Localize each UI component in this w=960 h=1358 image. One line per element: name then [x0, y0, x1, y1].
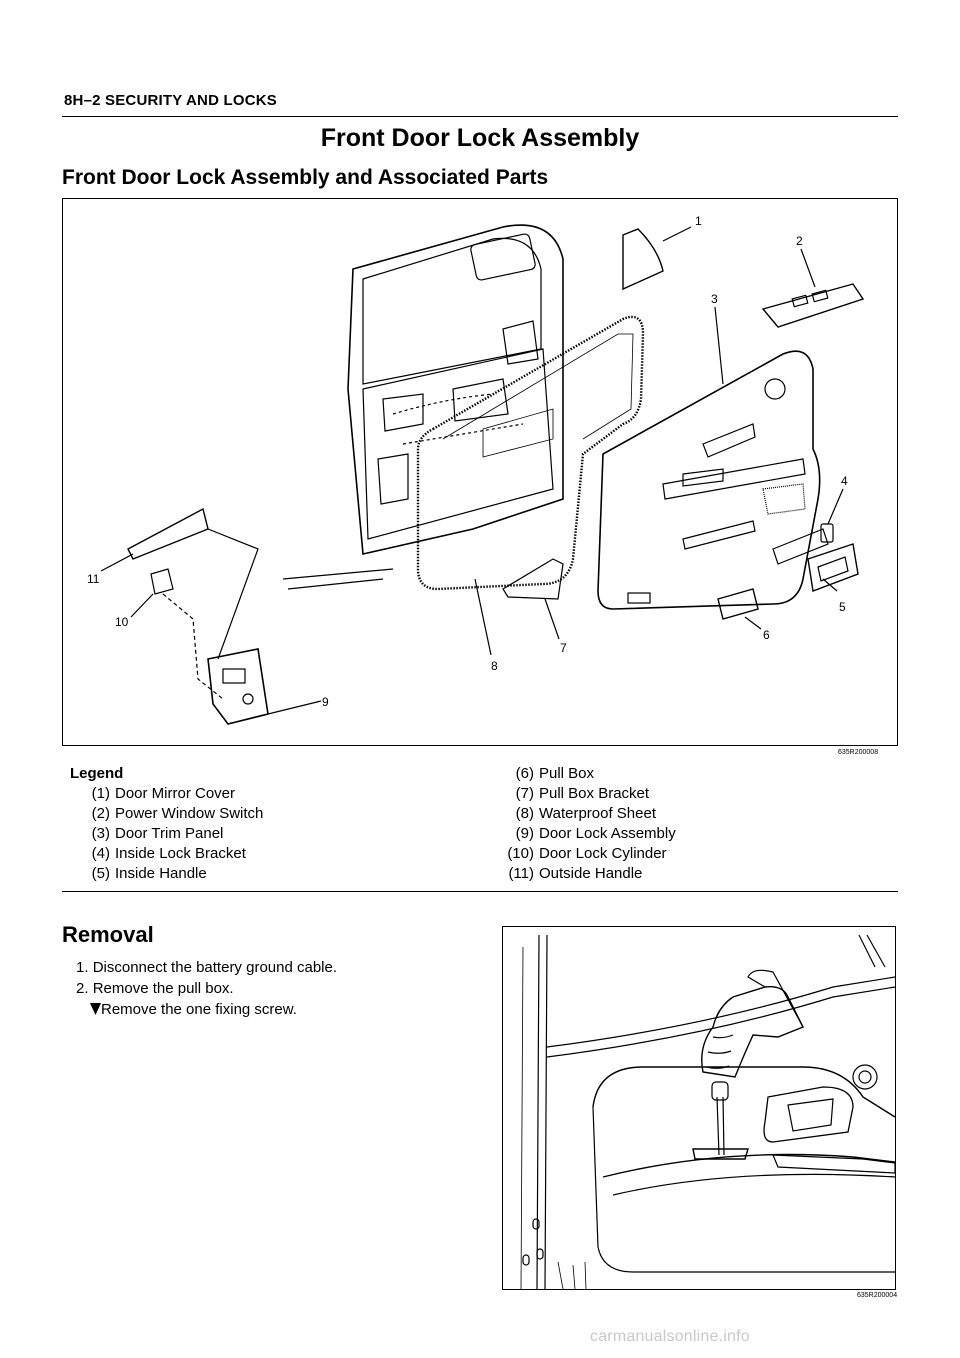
- callout-8: 8: [491, 659, 498, 673]
- pull-box-recess: [692, 1148, 749, 1160]
- legend-label: Outside Handle: [539, 865, 643, 882]
- door-lock-assembly-shape: [207, 648, 269, 725]
- door-trim-panel-shape: [597, 350, 821, 610]
- step-number: 1.: [76, 959, 89, 976]
- legend-label: Pull Box: [539, 765, 595, 782]
- trim-speaker-grille: [764, 378, 786, 400]
- legend-number: (2): [91, 805, 110, 822]
- hand-glove: [701, 986, 804, 1078]
- door-trim-outline: [592, 1066, 896, 1118]
- legend-label: Door Lock Cylinder: [539, 845, 667, 862]
- legend-number: (3): [91, 825, 110, 842]
- page-header: 8H–2 SECURITY AND LOCKS: [64, 92, 277, 109]
- callout-7: 7: [560, 641, 567, 655]
- outside-handle-shape: [127, 507, 209, 560]
- step-number: 2.: [76, 980, 89, 997]
- step-text: Remove the pull box.: [92, 980, 234, 997]
- pull-box-bracket-shape: [502, 558, 564, 600]
- legend-label: Inside Lock Bracket: [115, 845, 246, 862]
- callout-6: 6: [763, 628, 770, 642]
- legend-label: Inside Handle: [115, 865, 207, 882]
- power-window-switch-shape: [761, 283, 865, 328]
- step-text: Disconnect the battery ground cable.: [92, 959, 338, 976]
- callout-4: 4: [841, 474, 848, 488]
- legend-number: (11): [508, 865, 534, 882]
- watermark: carmanualsonline.info: [590, 1328, 750, 1345]
- removal-substep: Remove the one fixing screw.: [90, 1001, 297, 1018]
- callout-2: 2: [796, 234, 803, 248]
- door-window-opening: [362, 237, 542, 385]
- page-title: Front Door Lock Assembly: [320, 124, 640, 152]
- header-rule: [62, 116, 898, 117]
- legend-number: (4): [91, 845, 110, 862]
- waterproof-sheet-shape: [416, 315, 645, 591]
- callout-3: 3: [711, 292, 718, 306]
- legend-number: (7): [515, 785, 534, 802]
- legend-label: Door Mirror Cover: [115, 785, 236, 802]
- lock-rods: [207, 528, 259, 660]
- speaker-knob: [852, 1064, 878, 1090]
- legend-number: (8): [515, 805, 534, 822]
- legend-divider: [62, 891, 898, 892]
- bullet-triangle-icon: [90, 1003, 101, 1015]
- figure-code: 635R200008: [838, 749, 879, 756]
- legend-label: Pull Box Bracket: [539, 785, 650, 802]
- legend-number: (1): [91, 785, 110, 802]
- legend-number: (6): [515, 765, 534, 782]
- legend-label: Door Lock Assembly: [539, 825, 676, 842]
- legend-label: Power Window Switch: [115, 805, 264, 822]
- callout-5: 5: [839, 600, 846, 614]
- door-mirror-shape: [470, 233, 536, 281]
- inside-handle-shape: [807, 543, 859, 592]
- removal-step: 1. Disconnect the battery ground cable.: [76, 959, 337, 976]
- legend-number: (5): [91, 865, 110, 882]
- legend-heading: Legend: [70, 765, 124, 782]
- figure-code: 635R200004: [857, 1292, 898, 1299]
- substep-text: Remove the one fixing screw.: [101, 1001, 297, 1018]
- door-mirror-cover-shape: [622, 228, 664, 291]
- door-inner-panel: [362, 348, 554, 540]
- inside-lock-bracket-shape: [772, 528, 829, 565]
- removal-step: 2. Remove the pull box.: [76, 980, 234, 997]
- door-frame-outline: [347, 224, 564, 555]
- exploded-door-diagram: 1 2 3 4 5 6 7 8 9 10 11: [62, 198, 898, 746]
- pull-box-shape: [717, 588, 759, 620]
- removal-heading: Removal: [62, 922, 154, 947]
- callout-9: 9: [322, 695, 329, 709]
- screwdriver: [716, 1096, 725, 1156]
- section-title: Front Door Lock Assembly and Associated …: [62, 166, 549, 189]
- callout-10: 10: [115, 615, 129, 629]
- legend-label: Waterproof Sheet: [539, 805, 657, 822]
- legend-label: Door Trim Panel: [115, 825, 224, 842]
- pull-box-removal-illustration: [502, 926, 896, 1290]
- callout-1: 1: [695, 214, 702, 228]
- legend-number: (9): [515, 825, 534, 842]
- callout-11: 11: [87, 572, 100, 586]
- legend-number: (10): [507, 845, 534, 862]
- inside-handle-recess: [763, 1086, 854, 1143]
- door-lock-cylinder-shape: [150, 568, 174, 595]
